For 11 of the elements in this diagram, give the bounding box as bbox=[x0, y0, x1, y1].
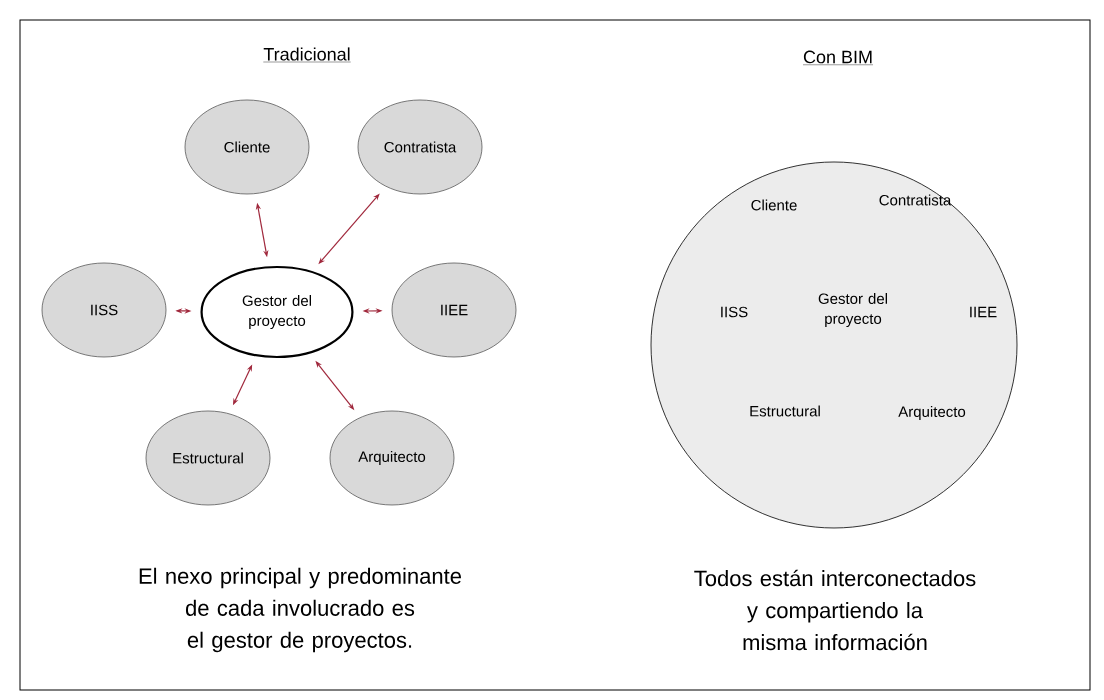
participant-label: Arquitecto bbox=[898, 406, 966, 420]
caption: Todos están interconectados y compartiendo la misma información bbox=[694, 569, 976, 651]
participant-label: Gestor del proyecto bbox=[818, 293, 887, 327]
participant-label: Estructural bbox=[750, 405, 820, 417]
participant-label: IISS bbox=[721, 306, 748, 318]
caption: El nexo principal y predominante de cada involucrado es el gestor de proyectos. bbox=[139, 567, 461, 653]
participant-label: Contratista bbox=[879, 194, 952, 206]
heading: Tradicional bbox=[263, 47, 351, 63]
heading: Con BIM bbox=[802, 50, 874, 65]
participant-label: Cliente bbox=[751, 199, 797, 211]
participant-label: IIEE bbox=[970, 306, 997, 318]
